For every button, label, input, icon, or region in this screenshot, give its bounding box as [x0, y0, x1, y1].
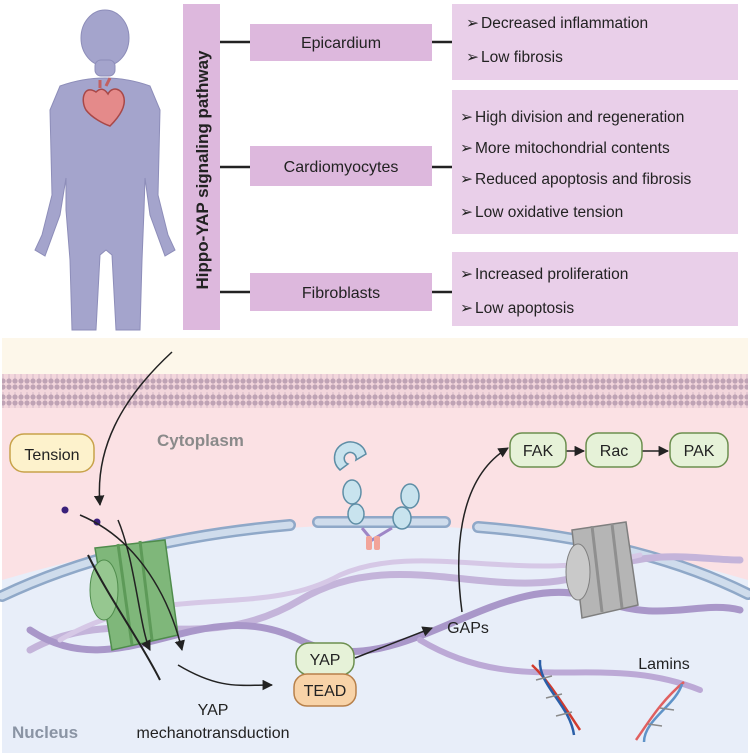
fak-node — [509, 432, 567, 468]
cell-box-fibroblasts: Fibroblasts — [250, 273, 432, 311]
receptor-complex-icon — [333, 441, 420, 550]
pak-label: PAK — [684, 443, 715, 460]
channel-flux-arrow-2 — [117, 519, 151, 651]
cell-box-epicardium: Epicardium — [250, 24, 432, 61]
effect-item: ➢More mitochondrial contents — [460, 140, 670, 157]
fak-label: FAK — [523, 443, 554, 460]
channel-arrow-line — [87, 554, 161, 681]
signal-arrows — [79, 351, 670, 691]
extracellular-region — [2, 338, 748, 376]
effect-item: ➢Increased proliferation — [460, 266, 628, 283]
effect-item: ➢High division and regeneration — [460, 109, 684, 126]
yap-label: YAP — [310, 652, 341, 669]
cell-name-epicardium: Epicardium — [301, 35, 381, 52]
effect-item: ➢Low apoptosis — [460, 300, 574, 317]
pathway-title: Hippo-YAP signaling pathway — [193, 50, 212, 290]
heart-icon — [82, 77, 126, 127]
effects-box-fibroblasts — [452, 252, 738, 326]
effect-item: ➢Decreased inflammation — [466, 15, 648, 32]
pathway-title-box — [183, 4, 220, 330]
gaps-to-fak-arrow — [458, 447, 509, 613]
effect-item: ➢Low oxidative tension — [460, 204, 623, 221]
rac-node — [585, 432, 643, 468]
yap-to-gaps-arrow — [354, 626, 433, 659]
effects-box-epicardium — [452, 4, 738, 80]
cell-name-fibroblasts: Fibroblasts — [302, 285, 380, 302]
channel-flux-arrow — [79, 514, 185, 652]
mechanotransduction-arrow — [177, 664, 274, 691]
rac-label: Rac — [600, 443, 628, 460]
cell-name-cardiomyocytes: Cardiomyocytes — [284, 159, 399, 176]
plasma-membrane-lipids-inner — [2, 392, 748, 408]
tension-entry-arrow — [93, 351, 173, 507]
gaps-label: GAPs — [447, 620, 489, 637]
effect-item: ➢Reduced apoptosis and fibrosis — [460, 171, 692, 188]
nucleus-label: Nucleus — [12, 723, 78, 742]
connector-lines — [220, 40, 452, 294]
dna-icon — [634, 681, 685, 743]
tead-label: TEAD — [304, 683, 347, 700]
mechanotransduction-label-line2: mechanotransduction — [137, 725, 290, 742]
pak-node — [669, 432, 729, 468]
lamins-label: Lamins — [638, 656, 690, 673]
cell-box-cardiomyocytes: Cardiomyocytes — [250, 146, 432, 186]
mechanotransduction-label-line1: YAP — [198, 702, 229, 719]
effects-box-cardiomyocytes — [452, 90, 738, 234]
plasma-membrane-lipids — [2, 374, 748, 390]
nuclear-pore-icon — [565, 521, 639, 619]
human-body-icon — [34, 9, 176, 331]
tension-label: Tension — [24, 447, 79, 464]
tead-node — [293, 673, 357, 707]
effect-item: ➢Low fibrosis — [466, 49, 563, 66]
dna-icon — [531, 659, 582, 736]
cytoplasm-label: Cytoplasm — [157, 431, 244, 450]
ion-particle-icon — [61, 506, 69, 514]
tension-box — [9, 433, 95, 473]
